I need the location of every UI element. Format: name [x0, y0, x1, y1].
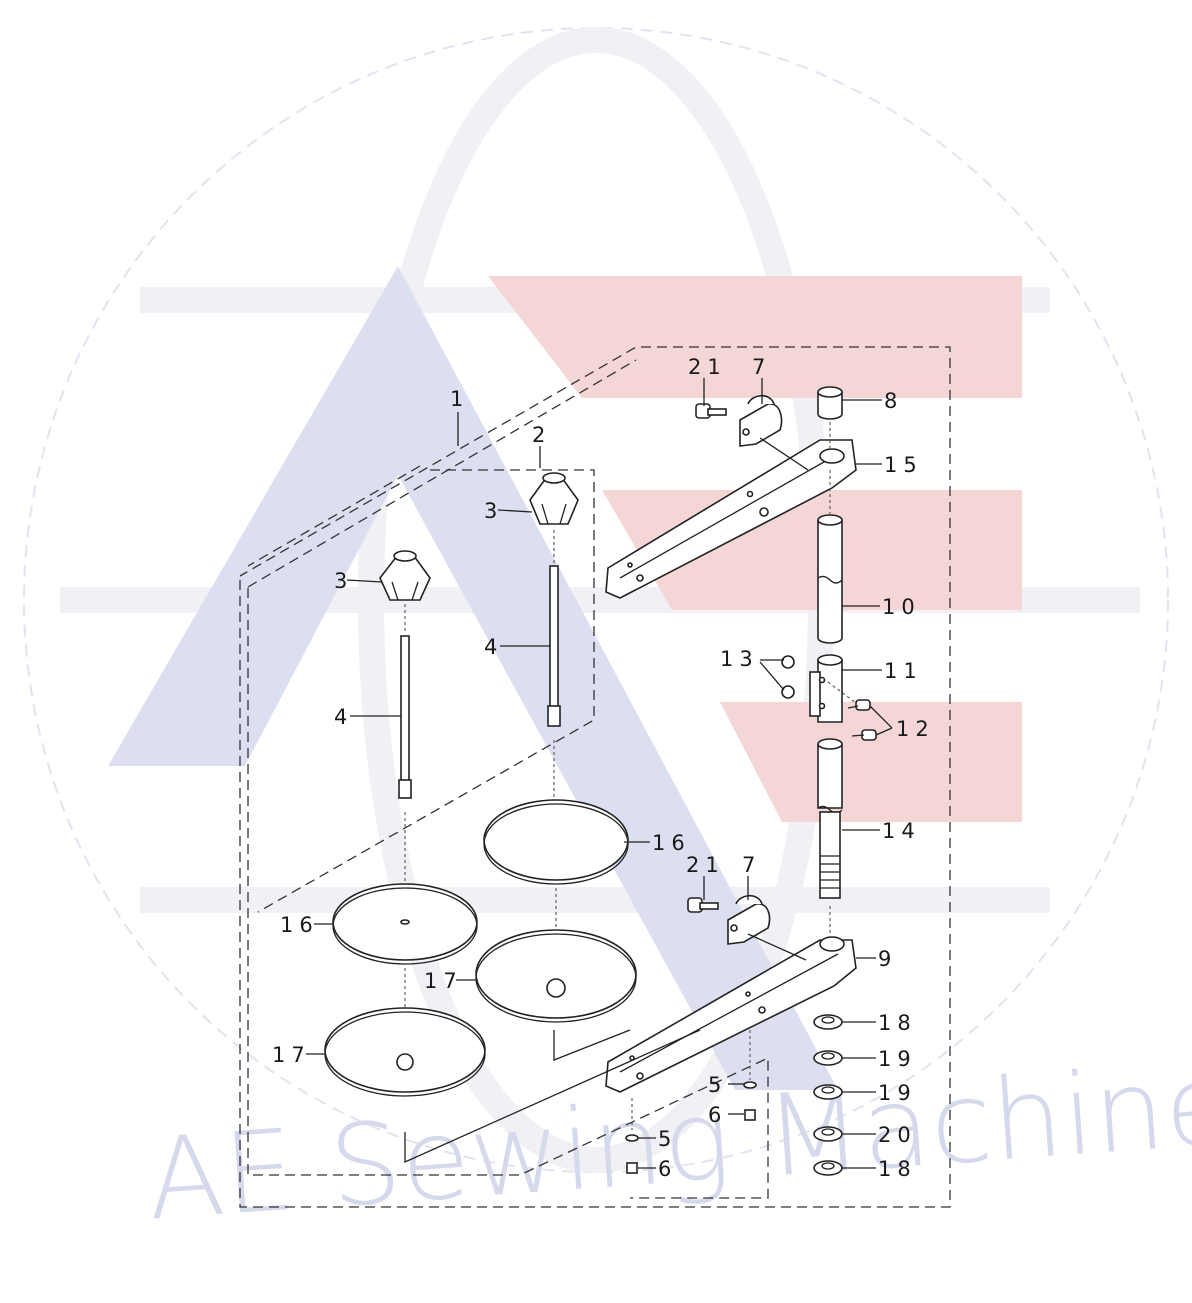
callout-16-right: 16: [652, 831, 691, 855]
watermark-blue-triangle: [108, 266, 838, 1090]
lower-clamp: [727, 894, 807, 961]
callout-18-lower: 18: [878, 1157, 917, 1181]
callout-3-left: 3: [334, 569, 353, 593]
upper-pipe: [817, 470, 843, 644]
lower-pipe: [817, 738, 843, 814]
watermark-red-stripe-bottom: [720, 702, 1022, 822]
callout-16-left: 16: [280, 913, 319, 937]
callout-leaders: [306, 378, 893, 1169]
callout-6-left: 6: [658, 1157, 677, 1181]
callout-7-lower: 7: [742, 853, 761, 877]
callout-10: 10: [882, 595, 921, 619]
callout-1: 1: [450, 387, 469, 411]
pipe-joint: [809, 654, 843, 723]
callout-7-upper: 7: [752, 355, 771, 379]
lower-screw: [687, 897, 719, 913]
callout-11: 11: [884, 659, 923, 683]
callout-15: 15: [884, 453, 923, 477]
callout-21-lower: 21: [686, 853, 725, 877]
callout-19-upper: 19: [878, 1047, 917, 1071]
callout-4-left: 4: [334, 705, 353, 729]
callout-13: 13: [720, 647, 759, 671]
callout-6-right: 6: [708, 1103, 727, 1127]
callout-12: 12: [896, 717, 935, 741]
small-washers-and-nuts: [625, 1030, 757, 1174]
callout-18-upper: 18: [878, 1011, 917, 1035]
callout-4-right: 4: [484, 635, 503, 659]
upper-screw: [695, 403, 727, 419]
callout-2: 2: [532, 423, 551, 447]
lower-arm: [605, 936, 857, 1093]
left-lower-disk: [324, 968, 486, 1097]
callout-14: 14: [882, 819, 921, 843]
assembly-guide-lines: [404, 1029, 701, 1164]
callout-5-left: 5: [658, 1127, 677, 1151]
callout-17-right: 17: [424, 969, 463, 993]
callout-3-right: 3: [484, 499, 503, 523]
upper-arm: [605, 439, 857, 599]
left-upper-disk: [332, 883, 478, 965]
callout-21-upper: 21: [688, 355, 727, 379]
washer-stack: [813, 1014, 843, 1176]
callout-5-right: 5: [708, 1073, 727, 1097]
callout-20: 20: [878, 1123, 917, 1147]
joint-nuts: [781, 655, 795, 699]
callout-8: 8: [884, 389, 903, 413]
right-lower-disk: [475, 888, 637, 1023]
joint-screws: [827, 681, 877, 741]
callout-labels: 1 2 3 3 4 4 21 7 8 15 10 13 11 12 14 16 …: [272, 355, 935, 1181]
watermark-red-stripe-top: [488, 276, 1022, 398]
callout-17-left: 17: [272, 1043, 311, 1067]
threaded-stud: [819, 811, 841, 936]
callout-19-lower: 19: [878, 1081, 917, 1105]
upper-clamp: [739, 394, 809, 471]
callout-9: 9: [878, 947, 897, 971]
assembly-outlines: [239, 346, 951, 1208]
pole-cap: [817, 386, 843, 450]
right-upper-disk: [483, 799, 629, 885]
right-spool-holder: [529, 472, 579, 840]
